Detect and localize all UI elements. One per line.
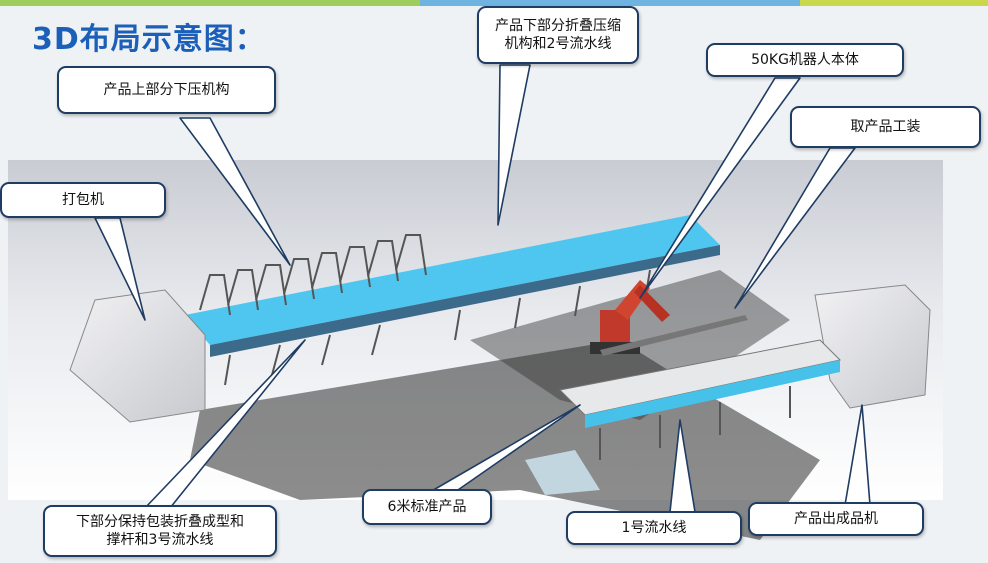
callout-robot: 50KG机器人本体 <box>706 43 904 77</box>
pickup-tool-rail <box>600 315 748 356</box>
output-machine-box <box>814 284 931 409</box>
top-bar-green-segment <box>0 0 420 6</box>
callout-pickup-tool: 取产品工装 <box>790 106 981 148</box>
conveyor-upper-surface <box>185 215 720 345</box>
slide-title: 3D布局示意图： <box>32 22 266 57</box>
top-bar-lime-segment <box>800 0 988 6</box>
callout-upper-press: 产品上部分下压机构 <box>57 66 276 114</box>
callout-line1: 1号流水线 <box>566 511 742 545</box>
callout-packer: 打包机 <box>0 182 166 218</box>
callout-lower-fold: 产品下部分折叠压缩 机构和2号流水线 <box>477 6 639 64</box>
conveyor-upper-side <box>210 245 720 357</box>
line1-legs <box>599 386 791 460</box>
top-bar-blue-segment <box>420 0 800 6</box>
callout-hold-fold: 下部分保持包装折叠成型和 撑杆和3号流水线 <box>43 505 277 557</box>
callout-output-machine: 产品出成品机 <box>748 502 924 536</box>
top-color-bar <box>0 0 988 6</box>
robot-arm <box>590 280 670 354</box>
line1-conveyor-side <box>585 360 840 428</box>
callout-standard-product: 6米标准产品 <box>362 489 492 525</box>
